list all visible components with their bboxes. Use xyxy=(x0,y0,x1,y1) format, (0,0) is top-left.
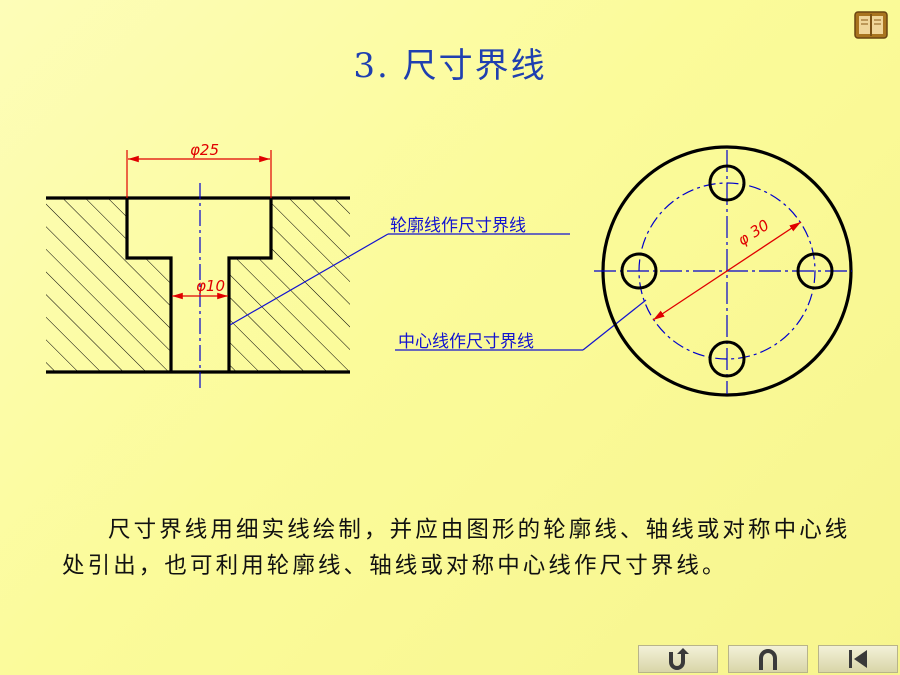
section-outline xyxy=(46,196,350,374)
hatched-material xyxy=(46,198,350,372)
up-icon xyxy=(759,649,777,670)
dimension-label-phi10: φ10 xyxy=(196,277,225,295)
up-button[interactable] xyxy=(728,645,808,673)
flange-view: φ 30 xyxy=(594,145,853,397)
return-button[interactable] xyxy=(638,645,718,673)
bolt-hole-bottom xyxy=(708,340,746,378)
book-icon[interactable] xyxy=(853,8,889,42)
first-page-button[interactable] xyxy=(818,645,898,673)
bolt-hole-top xyxy=(708,164,746,202)
callout-outline-label: 轮廓线作尺寸界线 xyxy=(390,216,526,236)
page-title: 3. 尺寸界线 xyxy=(353,46,547,86)
first-page-icon xyxy=(849,650,867,668)
body-paragraph: 尺寸界线用细实线绘制，并应由图形的轮廓线、轴线或对称中心线处引出，也可利用轮廓线… xyxy=(62,512,870,584)
body-text: 尺寸界线用细实线绘制，并应由图形的轮廓线、轴线或对称中心线处引出，也可利用轮廓线… xyxy=(62,517,851,579)
callout-center-label: 中心线作尺寸界线 xyxy=(398,332,534,352)
callout-leader-outline xyxy=(229,233,389,326)
dimension-line-phi30 xyxy=(652,221,802,321)
dimension-label-phi25: φ25 xyxy=(190,141,219,159)
return-icon xyxy=(669,648,689,670)
section-view: φ25 φ10 xyxy=(46,141,350,390)
